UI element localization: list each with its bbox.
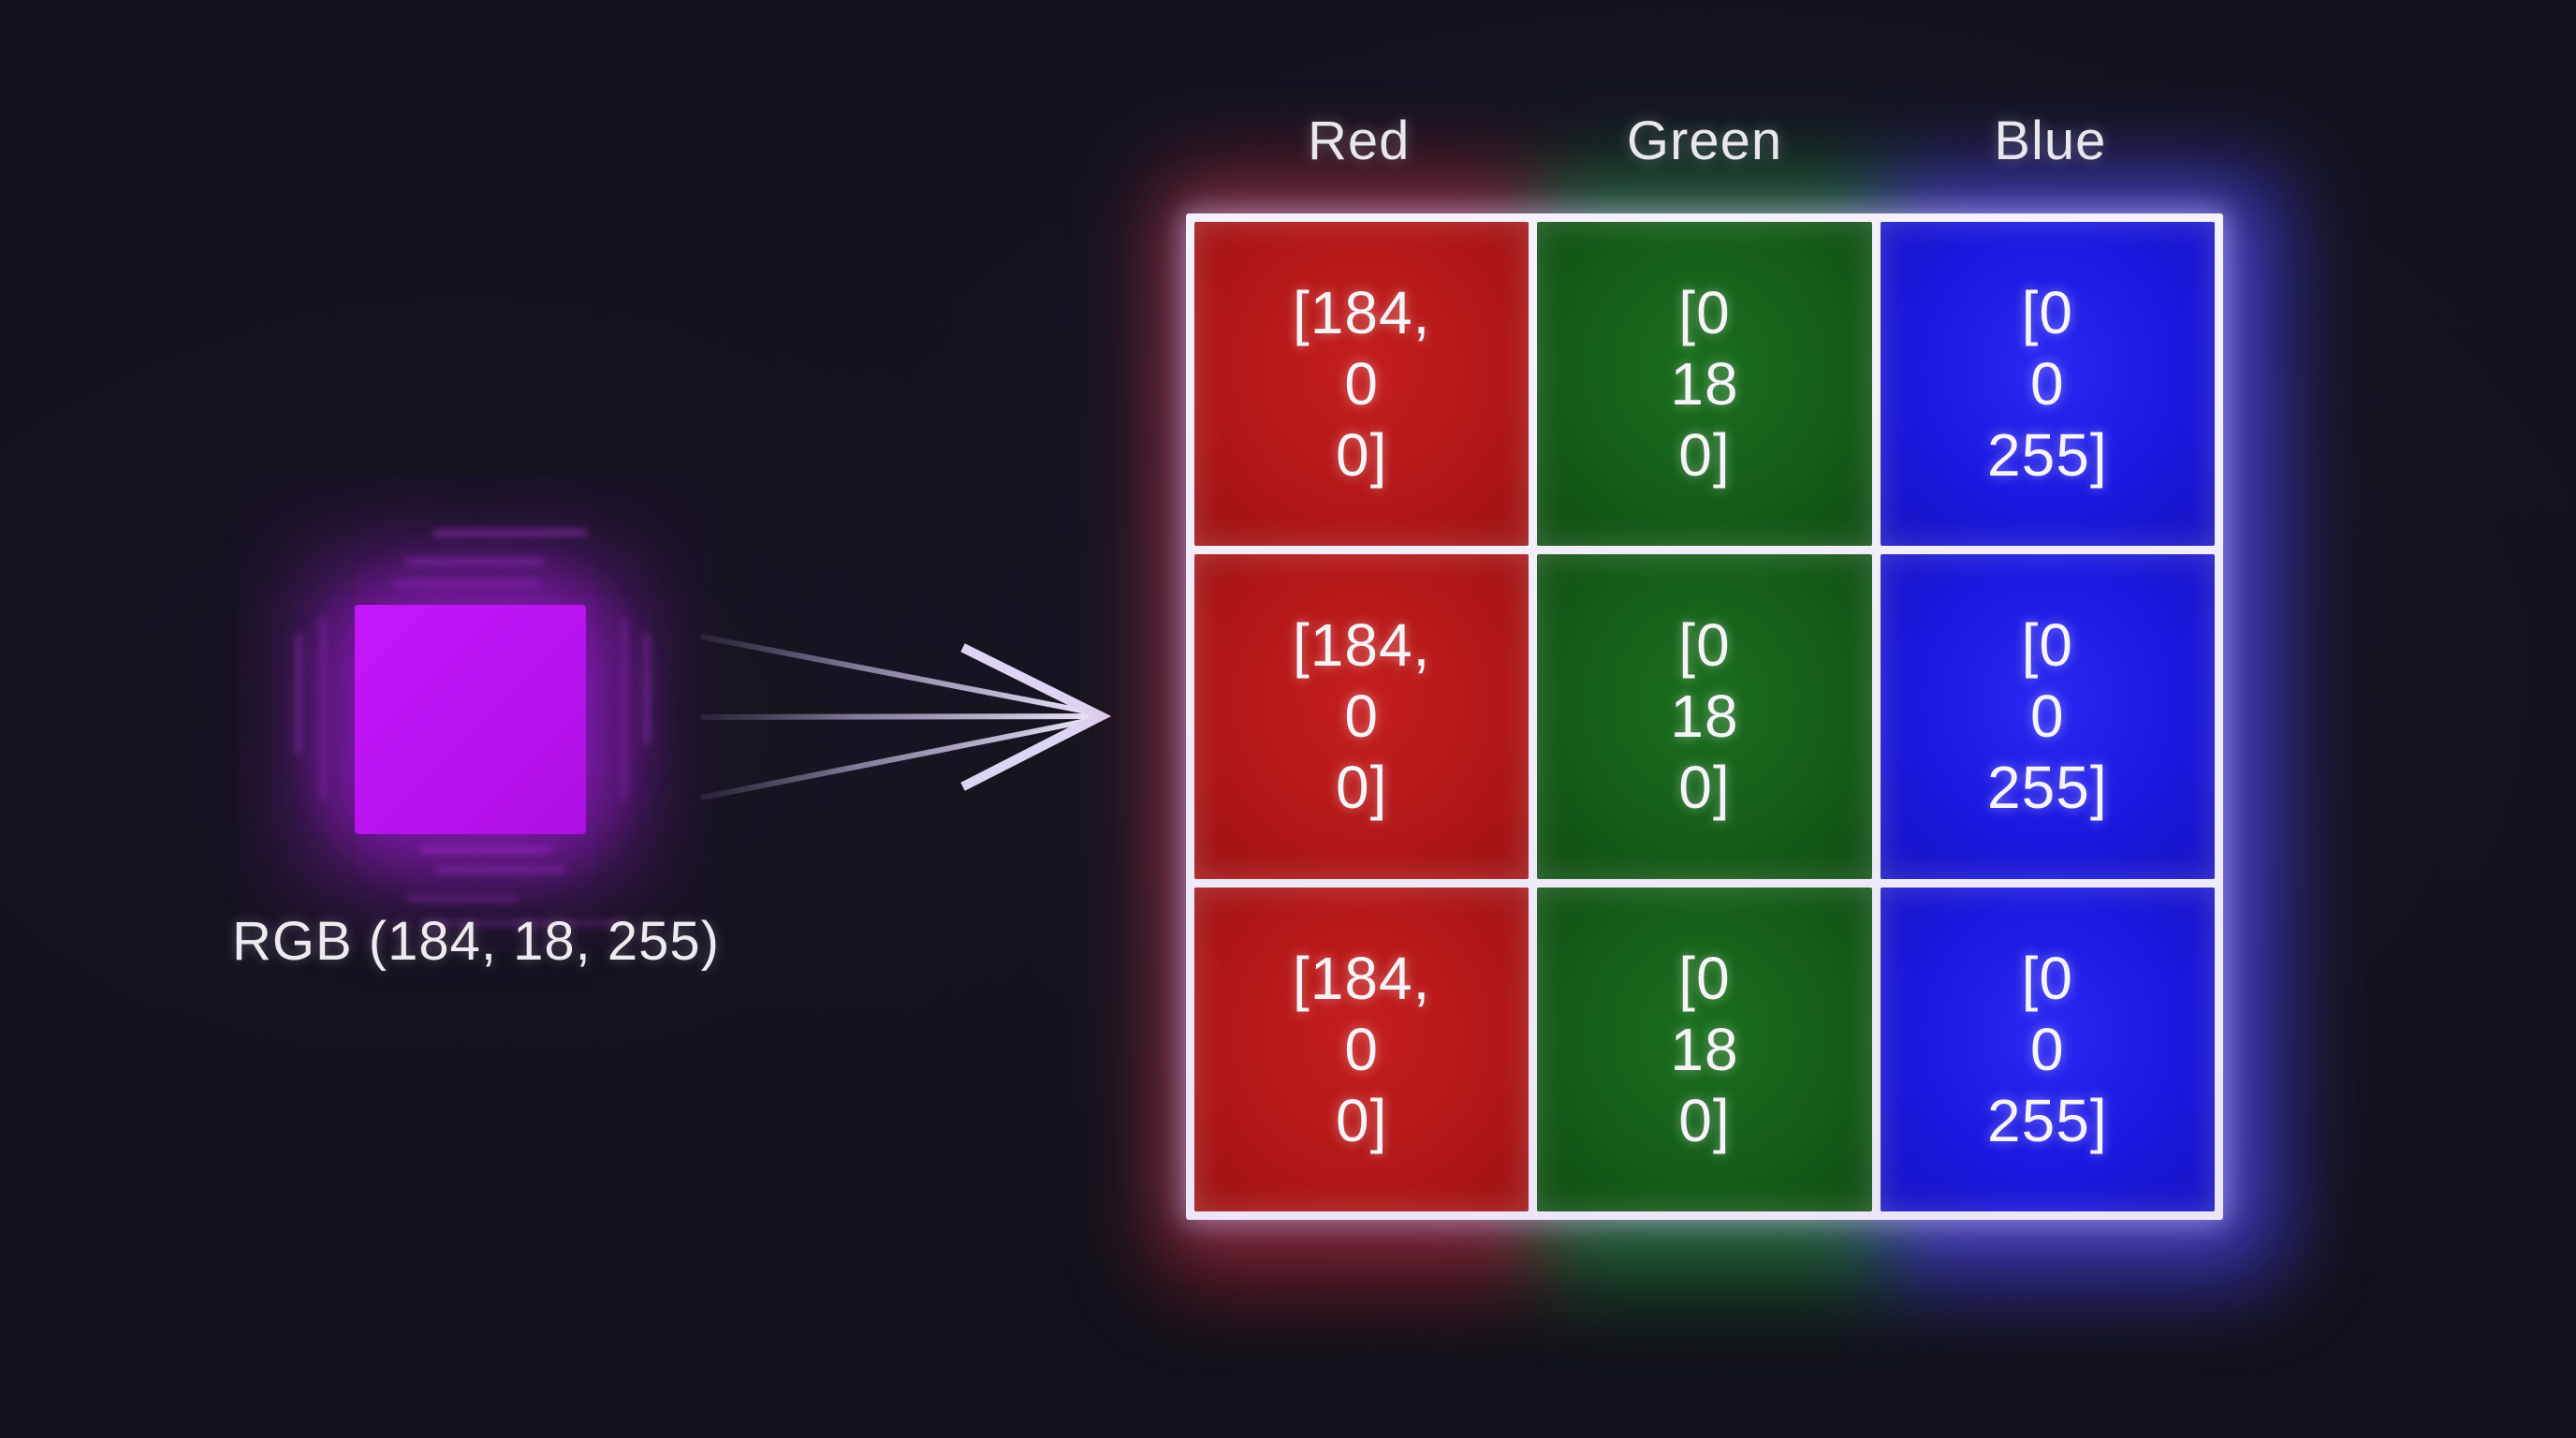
echo-streak — [320, 618, 326, 800]
echo-streak — [406, 896, 519, 902]
grid-cell-red-r2: [184, 0 0] — [1194, 554, 1530, 879]
cell-line: 255] — [1987, 1086, 2108, 1154]
grid-cell-green-r2: [0 18 0] — [1537, 554, 1872, 879]
cell-line: 0 — [2030, 350, 2065, 418]
grid-cell-blue-r2: [0 0 255] — [1880, 554, 2215, 879]
echo-streak — [393, 580, 541, 586]
cell-line: 0 — [1344, 350, 1379, 418]
cell-line: 18 — [1670, 682, 1739, 751]
header-blue: Blue — [1994, 110, 2107, 171]
grid-cell-red-r1: [184, 0 0] — [1194, 222, 1530, 547]
cell-line: [0 — [1678, 279, 1731, 347]
grid-cell-red-r3: [184, 0 0] — [1194, 887, 1530, 1211]
cell-line: 0] — [1678, 1086, 1731, 1154]
source-pixel-label: RGB (184, 18, 255) — [232, 911, 720, 972]
cell-line: 18 — [1670, 1015, 1739, 1083]
grid-cell-green-r1: [0 18 0] — [1537, 222, 1872, 547]
channel-headers: Red Green Blue — [1186, 94, 2223, 187]
echo-streak — [404, 559, 545, 565]
mapping-arrow-icon — [700, 634, 1112, 800]
echo-streak — [419, 847, 552, 853]
cell-line: [0 — [2021, 944, 2074, 1012]
header-red: Red — [1307, 110, 1411, 171]
cell-line: [184, — [1292, 279, 1431, 347]
echo-streak — [296, 633, 301, 755]
cell-line: 0 — [2030, 1015, 2065, 1083]
source-pixel-swatch — [355, 605, 586, 834]
echo-streak — [622, 618, 627, 800]
cell-line: 0] — [1335, 754, 1388, 822]
cell-line: 0 — [2030, 682, 2065, 751]
cell-line: 0 — [1344, 1015, 1379, 1083]
cell-line: 0] — [1335, 1086, 1388, 1154]
cell-line: [0 — [2021, 611, 2074, 680]
cell-line: [0 — [1678, 944, 1731, 1012]
cell-line: 0] — [1678, 754, 1731, 822]
grid-cell-green-r3: [0 18 0] — [1537, 887, 1872, 1211]
grid-cell-blue-r1: [0 0 255] — [1880, 222, 2215, 547]
cell-line: 0] — [1335, 421, 1388, 490]
echo-streak — [432, 530, 587, 536]
echo-streak — [435, 867, 566, 873]
header-green: Green — [1626, 110, 1783, 171]
echo-streak — [421, 920, 625, 926]
cell-line: [184, — [1292, 611, 1431, 680]
grid-cell-blue-r3: [0 0 255] — [1880, 887, 2215, 1211]
cell-line: 255] — [1987, 754, 2108, 822]
cell-line: [184, — [1292, 944, 1431, 1012]
cell-line: 18 — [1670, 350, 1739, 418]
cell-line: [0 — [1678, 611, 1731, 680]
echo-streak — [644, 633, 650, 745]
cell-line: 255] — [1987, 421, 2108, 490]
cell-line: 0] — [1678, 421, 1731, 490]
cell-line: [0 — [2021, 279, 2074, 347]
cell-line: 0 — [1344, 682, 1379, 751]
pixel-value-grid: [184, 0 0] [0 18 0] [0 0 255] [184, 0 0]… — [1186, 213, 2223, 1220]
